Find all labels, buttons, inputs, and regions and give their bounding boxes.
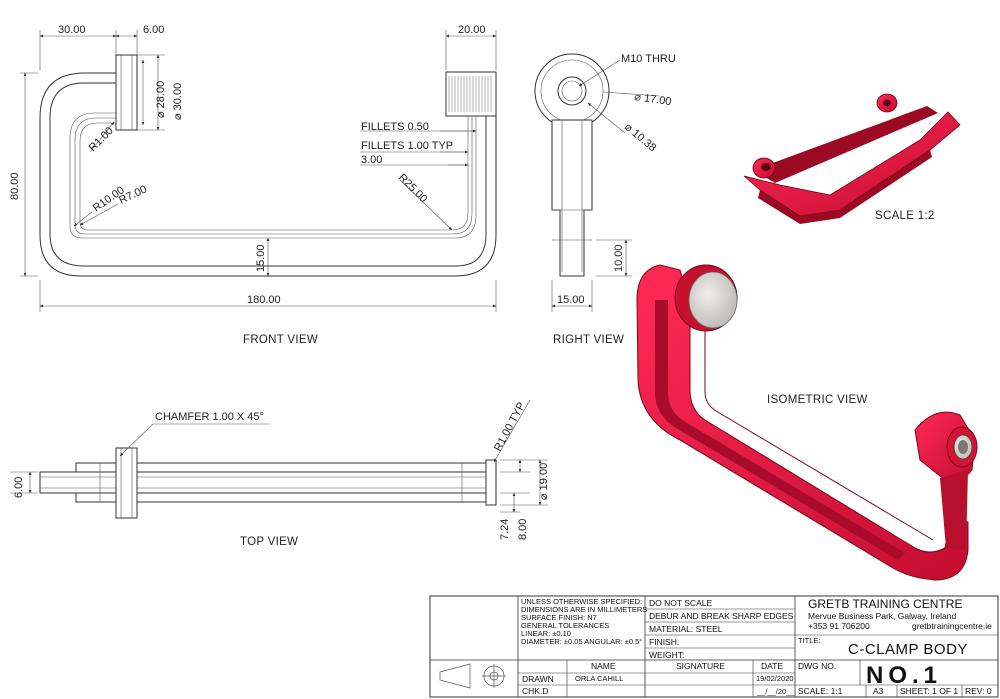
tb-finish: FINISH: [649, 637, 679, 647]
tb-col-date: DATE [761, 661, 783, 671]
tb-drawn-label: DRAWN [522, 674, 554, 684]
dim-10: 10.00 [613, 244, 625, 272]
dim-15-right: 15.00 [557, 294, 585, 306]
front-view-threaded-boss [445, 71, 497, 117]
tb-note-1: UNLESS OTHERWISE SPECIFIED: [521, 597, 642, 606]
iso-small-view: SCALE 1:2 [743, 93, 961, 224]
tb-dwg-no: NO.1 [866, 662, 942, 689]
tb-note-6: DIAMETER: ±0.05 ANGULAR: ±0.5° [521, 637, 642, 646]
dim-r1-typ: R1.00 TYP [492, 400, 528, 453]
tb-website: gretbtrainingcentre.ie [912, 621, 992, 631]
dim-m10-thru: M10 THRU [621, 53, 676, 65]
dim-30: 30.00 [58, 24, 86, 36]
top-view-label: TOP VIEW [240, 536, 298, 548]
tb-note-5: LINEAR: ±0.10 [521, 629, 571, 638]
tb-rev: REV: 0 [965, 686, 992, 696]
title-block: UNLESS OTHERWISE SPECIFIED: DIMENSIONS A… [429, 595, 999, 698]
dim-15: 15.00 [255, 244, 267, 272]
tb-sheet: SHEET: 1 OF 1 [900, 686, 958, 696]
dim-80: 80.00 [9, 172, 21, 200]
front-view-left-boss [115, 54, 138, 131]
third-angle-projection-icon [439, 663, 506, 689]
dim-6: 6.00 [143, 24, 164, 36]
tb-dwg-label: DWG NO. [798, 661, 836, 671]
tb-title: C-CLAMP BODY [848, 641, 968, 658]
dim-r7: R7.00 [117, 183, 149, 206]
iso-large-boss-face [688, 271, 738, 329]
dim-20: 20.00 [458, 24, 486, 36]
dim-r25: R25.00 [396, 172, 430, 206]
tb-size: A3 [873, 686, 884, 696]
tb-company: GRETB TRAINING CENTRE [808, 597, 962, 611]
top-view: CHAMFER 1.00 X 45° R1.00 TYP 6.00 ⌀ 19.0… [10, 399, 550, 548]
tb-address: Mervue Business Park, Galway, Ireland [808, 611, 956, 621]
tb-scale: SCALE: 1:1 [798, 686, 843, 696]
dim-r1: R1.00 [87, 125, 116, 154]
dim-6-top: 6.00 [13, 477, 25, 498]
iso-large-label: ISOMETRIC VIEW [767, 394, 868, 406]
dim-180: 180.00 [247, 294, 281, 306]
tb-note-3: SURFACE FINISH: N7 [521, 613, 597, 622]
iso-large-view: ISOMETRIC VIEW [636, 264, 978, 581]
dim-3: 3.00 [361, 154, 382, 166]
tb-drawn-name: ORLA CAHILL [575, 674, 623, 683]
dim-dia-17: ⌀ 17.00 [634, 91, 673, 108]
dim-dia-19: ⌀ 19.00 [538, 463, 550, 500]
dim-dia-28: ⌀ 28.00 [155, 81, 167, 118]
tb-weight: WEIGHT: [649, 650, 684, 660]
tb-drawn-date: 19/02/2020 [756, 674, 794, 683]
dim-dia-1038: ⌀ 10.38 [622, 121, 658, 154]
tb-phone: +353 91 706200 [808, 621, 870, 631]
dim-dia-30: ⌀ 30.00 [172, 83, 184, 120]
dim-fillets-050: FILLETS 0.50 [361, 121, 429, 133]
tb-col-signature: SIGNATURE [676, 661, 725, 671]
tb-chkd-date: __/__/20__ [756, 687, 795, 696]
top-view-left-boss [115, 447, 138, 519]
tb-note-2: DIMENSIONS ARE IN MILLIMETERS [521, 605, 647, 614]
tb-material: MATERIAL: STEEL [649, 624, 723, 634]
dim-chamfer: CHAMFER 1.00 X 45° [155, 411, 264, 423]
front-view-body-outline [39, 72, 497, 277]
right-view-label: RIGHT VIEW [553, 334, 624, 346]
right-view: M10 THRU ⌀ 17.00 ⌀ 10.38 10.00 15.00 RIG… [534, 53, 676, 346]
tb-do-not-scale: DO NOT SCALE [649, 598, 712, 608]
dim-8: 8.00 [517, 519, 529, 540]
front-view: 30.00 6.00 20.00 80.00 180.00 15.00 ⌀ 28… [9, 24, 497, 346]
tb-debur: DEBUR AND BREAK SHARP EDGES [649, 611, 794, 621]
iso-small-scale-label: SCALE 1:2 [875, 210, 935, 222]
tb-col-name: NAME [591, 661, 616, 671]
tb-chkd-label: CHK.D [522, 686, 548, 696]
tb-note-4: GENERAL TOLERANCES [521, 621, 609, 630]
tb-title-label: TITLE: [798, 636, 821, 645]
front-view-label: FRONT VIEW [243, 334, 318, 346]
dim-724: 7.24 [499, 519, 511, 540]
dim-fillets-100: FILLETS 1.00 TYP [361, 140, 453, 152]
